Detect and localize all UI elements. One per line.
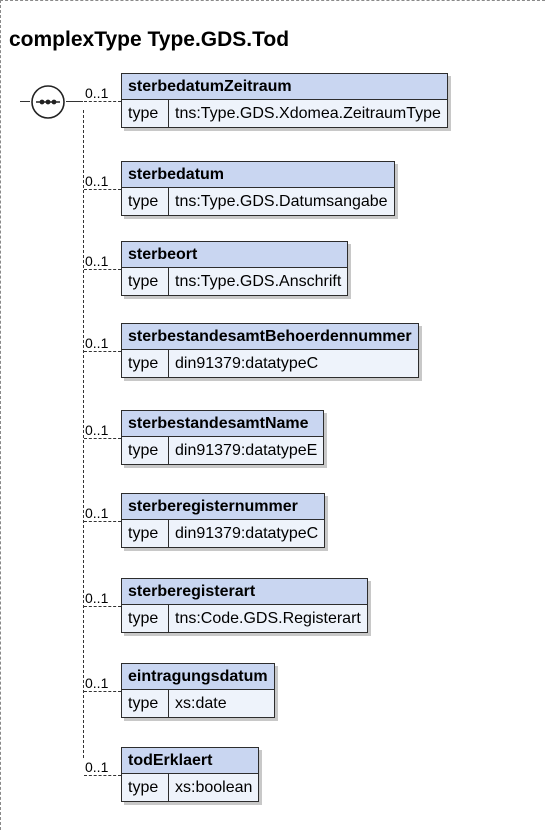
type-value[interactable]: din91379:datatypeC: [175, 525, 319, 542]
element-name: sterbeort: [122, 242, 348, 268]
type-key: type: [122, 188, 169, 215]
type-row: type tns:Type.GDS.Xdomea.ZeitraumType: [122, 100, 447, 127]
type-value[interactable]: tns:Type.GDS.Anschrift: [175, 273, 342, 290]
type-value[interactable]: tns:Code.GDS.Registerart: [175, 610, 361, 627]
type-row: type din91379:datatypeE: [122, 437, 324, 464]
connector-line: [66, 101, 83, 102]
type-row: type tns:Type.GDS.Datumsangabe: [122, 188, 394, 215]
element-name: sterberegisterart: [122, 579, 367, 605]
type-row: type din91379:datatypeC: [122, 520, 325, 547]
type-key: type: [122, 350, 169, 377]
type-key: type: [122, 690, 169, 717]
type-key: type: [122, 520, 169, 547]
type-value[interactable]: din91379:datatypeC: [175, 355, 319, 372]
occurrence-label: 0..1: [85, 759, 109, 775]
type-key: type: [122, 605, 169, 632]
type-key: type: [122, 268, 169, 295]
element-name: sterberegisternummer: [122, 494, 325, 520]
type-value[interactable]: xs:boolean: [175, 779, 253, 796]
element-name: sterbestandesamtName: [122, 411, 324, 437]
branch-connector: [84, 438, 121, 439]
type-value[interactable]: tns:Type.GDS.Datumsangabe: [175, 193, 388, 210]
branch-connector: [84, 269, 121, 270]
type-value[interactable]: tns:Type.GDS.Xdomea.ZeitraumType: [175, 105, 441, 122]
type-value[interactable]: din91379:datatypeE: [175, 442, 318, 459]
type-key: type: [122, 774, 169, 801]
type-row: type xs:boolean: [122, 774, 259, 801]
type-key: type: [122, 437, 169, 464]
branch-connector: [84, 351, 121, 352]
branch-connector: [84, 606, 121, 607]
connector-line: [20, 101, 30, 102]
occurrence-label: 0..1: [85, 422, 109, 438]
branch-connector: [84, 101, 121, 102]
element-name: sterbedatumZeitraum: [122, 74, 447, 100]
occurrence-label: 0..1: [85, 173, 109, 189]
type-row: type tns:Code.GDS.Registerart: [122, 605, 367, 632]
branch-connector: [84, 189, 121, 190]
occurrence-label: 0..1: [85, 85, 109, 101]
occurrence-label: 0..1: [85, 253, 109, 269]
occurrence-label: 0..1: [85, 335, 109, 351]
branch-connector: [84, 775, 121, 776]
type-row: type din91379:datatypeC: [122, 350, 418, 377]
occurrence-label: 0..1: [85, 675, 109, 691]
branch-connector: [84, 521, 121, 522]
type-row: type xs:date: [122, 690, 274, 717]
element-name: sterbestandesamtBehoerdennummer: [122, 324, 418, 350]
sequence-compositor-icon: [31, 85, 65, 119]
occurrence-label: 0..1: [85, 505, 109, 521]
type-value[interactable]: xs:date: [175, 695, 227, 712]
element-name: sterbedatum: [122, 162, 394, 188]
type-row: type tns:Type.GDS.Anschrift: [122, 268, 348, 295]
branch-connector: [84, 691, 121, 692]
element-name: eintragungsdatum: [122, 664, 274, 690]
occurrence-label: 0..1: [85, 590, 109, 606]
diagram-title: complexType Type.GDS.Tod: [9, 28, 290, 51]
type-key: type: [122, 100, 169, 127]
element-name: todErklaert: [122, 748, 259, 774]
sequence-branch-line: [83, 110, 84, 758]
